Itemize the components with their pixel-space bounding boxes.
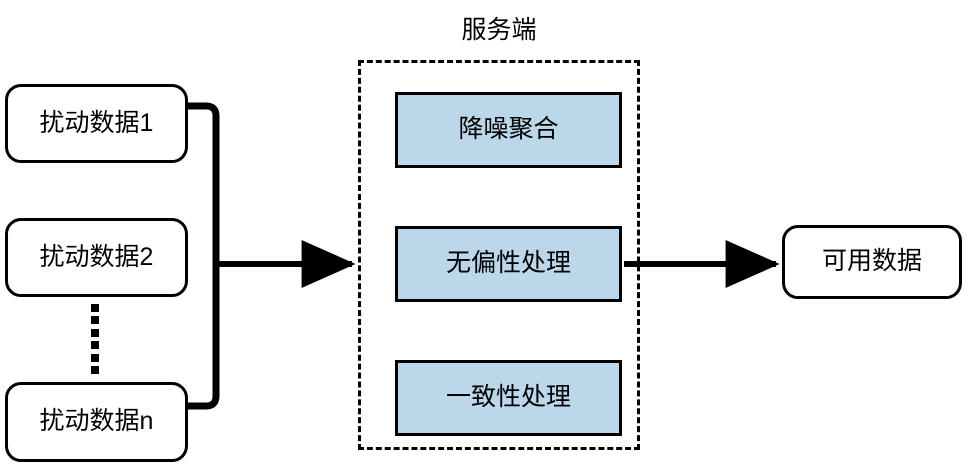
source-node-1[interactable]: 扰动数据1 xyxy=(5,84,188,163)
source-node-2[interactable]: 扰动数据2 xyxy=(5,218,188,297)
vertical-ellipsis-icon xyxy=(90,304,99,374)
output-node[interactable]: 可用数据 xyxy=(782,225,962,299)
server-boundary xyxy=(358,60,640,450)
source-bus-bracket xyxy=(186,102,220,410)
ellipsis-dot xyxy=(90,341,99,350)
server-stage-3-label: 一致性处理 xyxy=(445,383,571,412)
source-node-2-label: 扰动数据2 xyxy=(39,242,154,271)
output-node-label: 可用数据 xyxy=(821,247,922,276)
server-stage-1-label: 降噪聚合 xyxy=(458,115,559,144)
ellipsis-dot xyxy=(90,353,99,362)
server-group-title: 服务端 xyxy=(461,16,537,44)
server-stage-3[interactable]: 一致性处理 xyxy=(395,360,622,436)
ellipsis-dot xyxy=(90,365,99,374)
ellipsis-dot xyxy=(90,316,99,325)
server-stage-1[interactable]: 降噪聚合 xyxy=(395,92,622,168)
ellipsis-dot xyxy=(90,328,99,337)
source-node-n-label: 扰动数据n xyxy=(39,407,154,436)
server-stage-2-label: 无偏性处理 xyxy=(445,249,571,278)
source-node-n[interactable]: 扰动数据n xyxy=(5,382,188,462)
server-stage-2[interactable]: 无偏性处理 xyxy=(395,226,622,302)
ellipsis-dot xyxy=(90,304,99,312)
source-node-1-label: 扰动数据1 xyxy=(39,108,154,137)
